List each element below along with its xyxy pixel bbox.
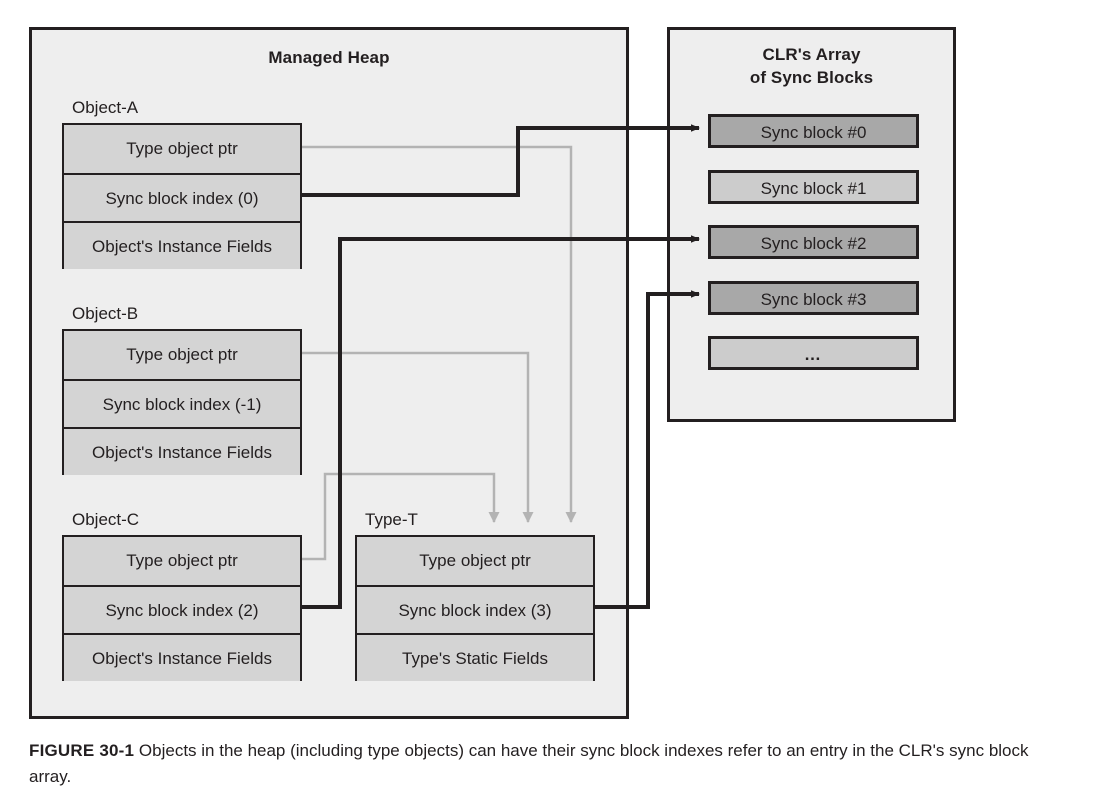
object-b-label: Object-B (72, 304, 139, 323)
object-c-label: Object-C (72, 510, 140, 529)
object-a-box: Type object ptr Sync block index (0) Obj… (62, 123, 302, 269)
type-t-static-fields: Type's Static Fields (357, 633, 593, 681)
clr-array-title-line2: of Sync Blocks (749, 67, 874, 87)
clr-array-title: CLR's Array of Sync Blocks (670, 44, 953, 90)
object-a-sync-block-index: Sync block index (0) (64, 173, 300, 221)
object-c-sync-block-index: Sync block index (2) (64, 585, 300, 633)
object-c-instance-fields: Object's Instance Fields (64, 633, 300, 681)
clr-array-title-line1: CLR's Array (762, 45, 861, 64)
object-b-instance-fields: Object's Instance Fields (64, 427, 300, 475)
type-t-type-object-ptr: Type object ptr (357, 537, 593, 585)
sync-block-entry-2[interactable]: Sync block #2 (708, 225, 919, 259)
object-a-label: Object-A (72, 98, 139, 117)
object-c-type-object-ptr: Type object ptr (64, 537, 300, 585)
sync-block-entry-0[interactable]: Sync block #0 (708, 114, 919, 148)
object-c-box: Type object ptr Sync block index (2) Obj… (62, 535, 302, 681)
object-a-type-object-ptr: Type object ptr (64, 125, 300, 173)
clr-array-panel: CLR's Array of Sync Blocks Sync block #0… (667, 27, 956, 422)
object-b-box: Type object ptr Sync block index (-1) Ob… (62, 329, 302, 475)
object-b-sync-block-index: Sync block index (-1) (64, 379, 300, 427)
managed-heap-title: Managed Heap (268, 48, 390, 67)
type-t-box: Type object ptr Sync block index (3) Typ… (355, 535, 595, 681)
figure-caption-text: Objects in the heap (including type obje… (29, 741, 1029, 787)
type-t-label: Type-T (365, 510, 418, 529)
type-t-sync-block-index: Sync block index (3) (357, 585, 593, 633)
figure-caption: FIGURE 30-1 Objects in the heap (includi… (29, 738, 1074, 791)
object-b-type-object-ptr: Type object ptr (64, 331, 300, 379)
sync-block-entry-1[interactable]: Sync block #1 (708, 170, 919, 204)
figure-caption-tag: FIGURE 30-1 (29, 741, 135, 760)
sync-block-entry-ellipsis[interactable]: … (708, 336, 919, 370)
object-a-instance-fields: Object's Instance Fields (64, 221, 300, 269)
sync-block-entry-3[interactable]: Sync block #3 (708, 281, 919, 315)
